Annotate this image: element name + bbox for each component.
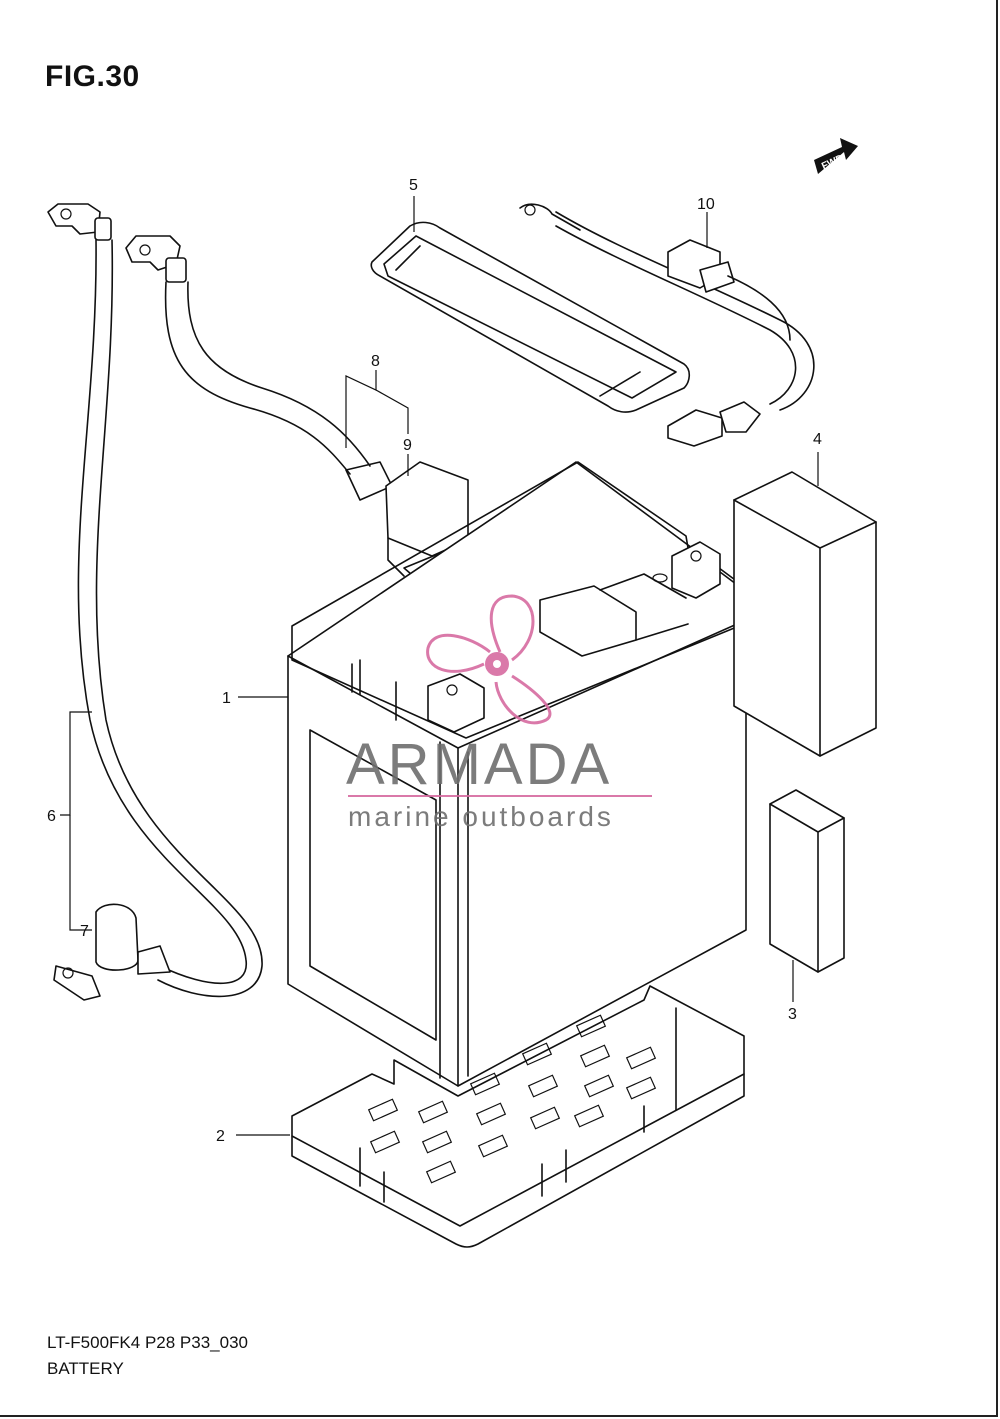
callout-1: 1 (222, 690, 231, 707)
callout-3: 3 (788, 1006, 797, 1023)
callout-6: 6 (47, 808, 56, 825)
positive-cable (125, 235, 483, 595)
battery (287, 461, 747, 1087)
fwd-arrow-icon: FWD (814, 138, 858, 174)
callout-9: 9 (403, 437, 412, 454)
spacer-small (769, 789, 845, 973)
propeller-logo-icon (426, 594, 552, 725)
armada-watermark: ARMADA marine outboards (346, 594, 652, 832)
callout-10: 10 (697, 196, 715, 213)
callout-8: 8 (371, 353, 380, 370)
callout-7: 7 (80, 923, 89, 940)
negative-cable (47, 203, 263, 1001)
battery-tray (291, 985, 745, 1248)
svg-text:marine outboards: marine outboards (348, 801, 614, 832)
figure-name: BATTERY (47, 1359, 124, 1378)
figure-code: LT-F500FK4 P28 P33_030 (47, 1333, 248, 1352)
callout-4: 4 (813, 431, 822, 448)
spacer-large (733, 471, 877, 757)
leader-lines (60, 196, 819, 1136)
svg-text:ARMADA: ARMADA (346, 732, 612, 797)
figure-title: FIG.30 (45, 60, 140, 93)
sub-harness (519, 203, 815, 447)
callout-5: 5 (409, 177, 418, 194)
battery-strap (370, 221, 691, 413)
callout-2: 2 (216, 1128, 225, 1145)
callout-numbers: 1 2 3 4 5 6 7 8 9 10 (47, 177, 822, 1145)
